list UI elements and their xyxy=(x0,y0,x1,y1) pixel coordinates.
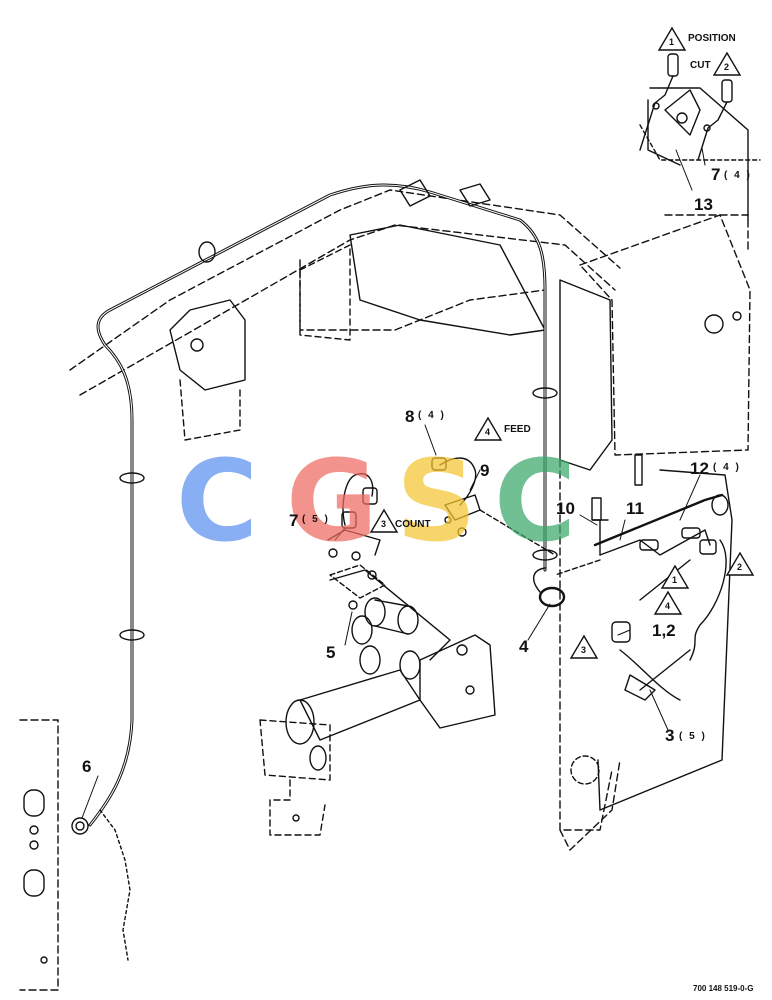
connector-6 xyxy=(71,817,89,835)
callout-leaders xyxy=(81,147,706,819)
note-4-number: 4 xyxy=(485,427,491,437)
figure-id: 700 148 519-0-G xyxy=(693,984,754,993)
count-sensor xyxy=(327,473,386,610)
callout-7-inset-qty: ( 4 ) xyxy=(724,170,752,181)
frame-crossbar xyxy=(69,189,621,396)
note-1-text: POSITION xyxy=(688,33,736,44)
note-3-text: COUNT xyxy=(395,519,431,530)
note-2-text: CUT xyxy=(690,60,711,71)
callout-8-qty: ( 4 ) xyxy=(418,410,446,421)
note-1-number: 1 xyxy=(669,37,675,47)
callout-4: 4 xyxy=(519,637,529,656)
left-rail-holes xyxy=(23,789,48,964)
note-1b-triangle xyxy=(660,564,690,589)
note-2-triangle xyxy=(712,51,742,76)
loop-4 xyxy=(533,567,566,608)
note-4-text: FEED xyxy=(504,424,531,435)
note-3-triangle xyxy=(369,508,399,533)
harness-tube-inner xyxy=(89,184,546,826)
callout-8: 8 xyxy=(405,407,415,426)
note-1b-number: 1 xyxy=(672,575,678,585)
callout-7-count: 7 xyxy=(289,511,299,530)
callout-11: 11 xyxy=(626,499,644,518)
note-3b-number: 3 xyxy=(581,645,587,655)
callout-6: 6 xyxy=(82,757,92,776)
feed-sensor xyxy=(431,457,556,556)
callout-1-2: 1,2 xyxy=(652,621,676,640)
watermark-letter-c1: C xyxy=(176,437,259,567)
note-2-number: 2 xyxy=(724,62,730,72)
watermark-letter-s: S xyxy=(396,437,477,567)
note-1-triangle xyxy=(657,26,687,51)
callout-3: 3 xyxy=(665,726,675,745)
callout-7-count-qty: ( 5 ) xyxy=(302,514,330,525)
callout-5: 5 xyxy=(326,643,336,662)
callout-13: 13 xyxy=(694,195,713,214)
note-4b-triangle xyxy=(653,590,683,615)
watermark-letter-g: G xyxy=(286,437,378,567)
callout-10: 10 xyxy=(556,499,575,518)
pulley-assembly xyxy=(259,569,496,836)
note-4-triangle xyxy=(473,416,503,441)
note-3-number: 3 xyxy=(381,519,387,529)
note-2b-number: 2 xyxy=(737,562,743,572)
upper-plate xyxy=(299,224,546,341)
callout-9: 9 xyxy=(480,461,490,480)
left-bracket xyxy=(169,299,246,441)
callout-12-qty: ( 4 ) xyxy=(713,462,741,473)
left-rail xyxy=(19,719,59,991)
note-4b-number: 4 xyxy=(665,601,671,611)
top-connectors xyxy=(399,179,491,207)
callout-3-qty: ( 5 ) xyxy=(679,731,707,742)
callout-12: 12 xyxy=(690,459,709,478)
right-harness xyxy=(554,493,729,701)
note-3b-triangle xyxy=(569,634,599,659)
watermark-letter-c2: C xyxy=(494,437,577,567)
note-triangles xyxy=(369,26,755,659)
note-2b-triangle xyxy=(725,551,755,576)
tube-clamps xyxy=(119,241,558,641)
right-side-frame xyxy=(559,214,751,851)
wire-lead xyxy=(99,809,131,961)
callout-7-inset: 7 xyxy=(711,165,721,184)
inset-detail xyxy=(639,53,761,221)
